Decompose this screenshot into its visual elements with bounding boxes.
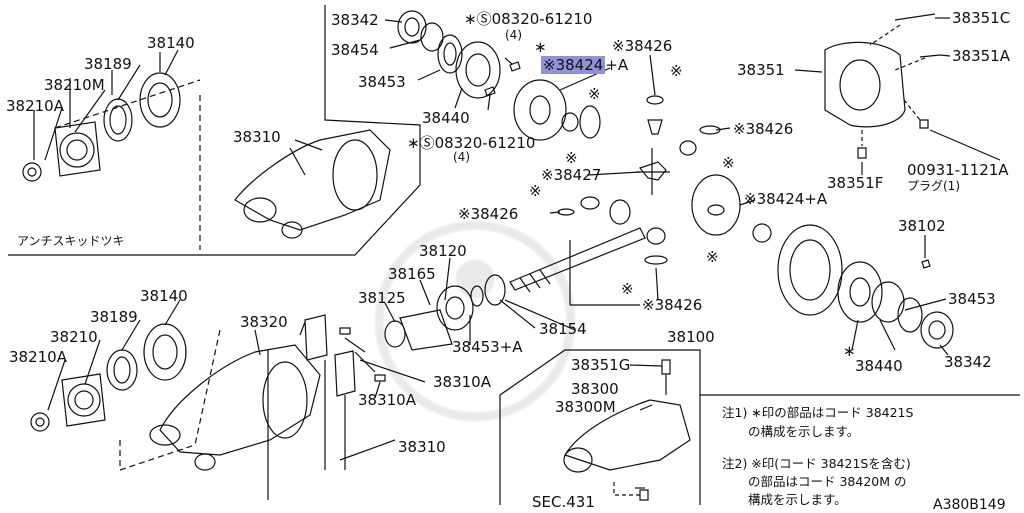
label-38440-right[interactable]: 38440: [855, 357, 903, 375]
label-38310a-2[interactable]: 38310A: [358, 391, 416, 409]
label-anti-skid: アンチスキッドツキ: [17, 234, 125, 248]
label-38210a-bottom[interactable]: 38210A: [9, 348, 67, 366]
label-38140-top[interactable]: 38140: [147, 34, 195, 52]
upper-flange-assembly: [22, 52, 201, 250]
label-38310-bottom[interactable]: 38310: [398, 438, 446, 456]
label-38300[interactable]: 38300: [571, 380, 619, 398]
watermark-emblem: [285, 90, 665, 510]
label-38210a-top[interactable]: 38210A: [6, 97, 64, 115]
label-38351g[interactable]: 38351G: [571, 356, 631, 374]
pinion-shaft: [509, 227, 646, 293]
label-38165[interactable]: 38165: [388, 265, 436, 283]
label-38125[interactable]: 38125: [358, 289, 406, 307]
label-38351c[interactable]: 38351C: [952, 9, 1011, 27]
label-38120[interactable]: 38120: [419, 242, 467, 260]
label-38351f[interactable]: 38351F: [827, 174, 884, 192]
label-bolt-mid-qty: (4): [453, 150, 470, 164]
mark-low-1: ※: [706, 248, 719, 266]
label-plug-part-number[interactable]: 00931-1121A: [907, 161, 1009, 179]
note-2-line-1: 注2) ※印(コード 38421Sを含む): [722, 456, 911, 471]
label-38426-mid-left[interactable]: ※38426: [458, 205, 519, 223]
mark-mid-1: ※: [588, 85, 601, 103]
label-38424-suffix: +A: [605, 56, 629, 74]
leader-lines: [44, 17, 1001, 461]
label-plug-name: プラグ(1): [907, 179, 960, 193]
label-38342-top[interactable]: 38342: [331, 11, 379, 29]
mark-mid-2: ※: [565, 149, 578, 167]
mark-left-38427: ※: [529, 182, 542, 200]
label-bolt-top-qty: (4): [505, 28, 522, 42]
upper-bearing-stack: [397, 10, 772, 265]
label-38189-bottom[interactable]: 38189: [90, 308, 138, 326]
label-38342-right[interactable]: 38342: [944, 353, 992, 371]
label-38426-top[interactable]: ※38426: [612, 37, 673, 55]
label-38426-low[interactable]: ※38426: [642, 296, 703, 314]
label-38100[interactable]: 38100: [667, 328, 715, 346]
lower-diff-carrier: [149, 314, 386, 500]
label-38210m[interactable]: 38210M: [44, 76, 105, 94]
label-38426-mid-right[interactable]: ※38426: [733, 120, 794, 138]
note-2-line-3: 構成を示します。: [748, 492, 847, 507]
label-38424-plus-a[interactable]: ※38424+A: [744, 190, 828, 208]
note-1-line-2: の構成を示します。: [748, 424, 860, 439]
label-38453-top[interactable]: 38453: [358, 73, 406, 91]
label-bolt-08320-top[interactable]: ∗Ⓢ08320-61210: [464, 10, 593, 28]
mark-mid-right: ※: [722, 154, 735, 172]
rear-cover: [824, 13, 941, 159]
label-38300m[interactable]: 38300M: [555, 398, 616, 416]
note-2-line-2: の部品はコード 38420M の: [748, 474, 907, 489]
label-38440-top[interactable]: 38440: [422, 109, 470, 127]
star-mark-right: ∗: [843, 342, 856, 360]
upper-diff-carrier: [234, 129, 391, 239]
note-1-line-1: 注1) ∗印の部品はコード 38421S: [722, 405, 914, 420]
figure-code: A380B149: [933, 497, 1006, 513]
label-38310-top[interactable]: 38310: [233, 128, 281, 146]
label-38310a-1[interactable]: 38310A: [433, 373, 491, 391]
label-38351[interactable]: 38351: [737, 61, 785, 79]
mark-low-2: ※: [621, 280, 634, 298]
label-38427[interactable]: ※38427: [541, 166, 602, 184]
panel-borders: [8, 5, 1020, 505]
label-38189-top[interactable]: 38189: [84, 55, 132, 73]
label-38351a[interactable]: 38351A: [952, 47, 1010, 65]
mark-top-right: ※: [670, 62, 683, 80]
label-38424-highlighted[interactable]: ※38424+A: [541, 56, 629, 74]
label-sec-431[interactable]: SEC.431: [532, 493, 595, 511]
label-38210[interactable]: 38210: [50, 328, 98, 346]
label-38320[interactable]: 38320: [240, 313, 288, 331]
pinion-bearings: [384, 274, 506, 351]
label-38453-plus-a[interactable]: 38453+A: [452, 338, 523, 356]
label-38102[interactable]: 38102: [898, 217, 946, 235]
small-assembly-inset: [563, 359, 691, 501]
label-38154[interactable]: 38154: [539, 320, 587, 338]
label-bolt-08320-mid[interactable]: ∗Ⓢ08320-61210: [407, 134, 536, 152]
label-38454[interactable]: 38454: [331, 41, 379, 59]
highlight-38424[interactable]: ※38424: [541, 56, 606, 74]
label-38453-right[interactable]: 38453: [948, 290, 996, 308]
ring-gear-assembly: [777, 224, 954, 349]
label-38140-bottom[interactable]: 38140: [140, 287, 188, 305]
star-mark-top: ∗: [534, 38, 547, 56]
